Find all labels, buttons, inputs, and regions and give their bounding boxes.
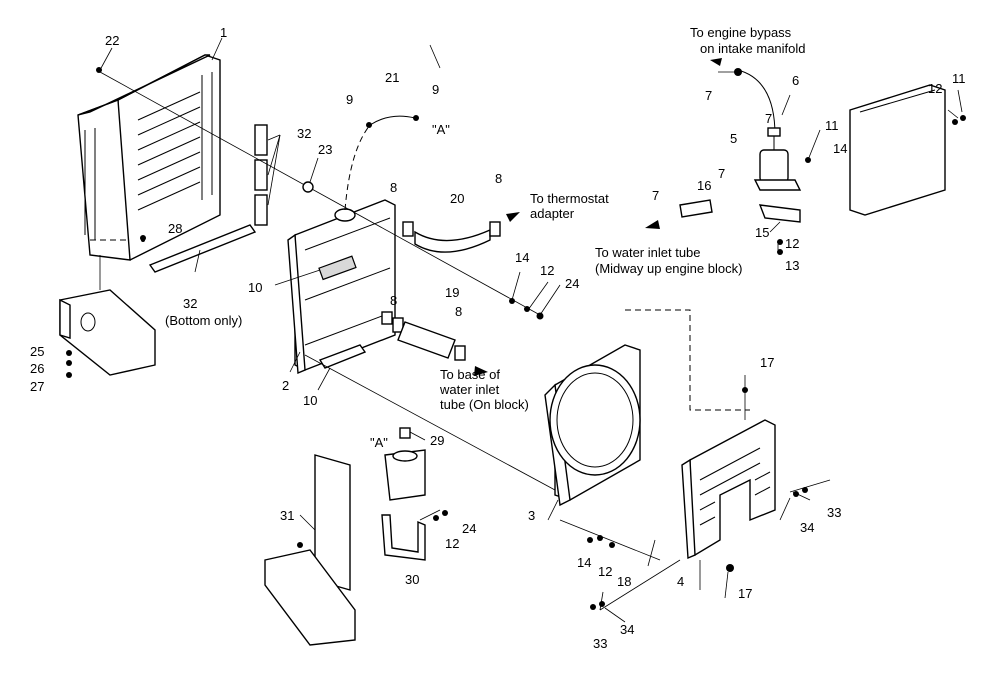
- label-31: 31: [280, 508, 294, 523]
- label-3: 3: [528, 508, 535, 523]
- label-12a: 12: [540, 263, 554, 278]
- note-bottom-only: (Bottom only): [165, 313, 242, 328]
- label-5: 5: [730, 131, 737, 146]
- label-29: 29: [430, 433, 444, 448]
- label-27: 27: [30, 379, 44, 394]
- note-base-line2: water inlet: [439, 382, 500, 397]
- label-16: 16: [697, 178, 711, 193]
- label-12c: 12: [785, 236, 799, 251]
- bracket-part-15: [758, 204, 801, 223]
- label-25: 25: [30, 344, 44, 359]
- label-23: 23: [318, 142, 332, 157]
- label-12e: 12: [598, 564, 612, 579]
- label-refA1: "A": [432, 122, 450, 137]
- label-18: 18: [617, 574, 631, 589]
- leader-lines: [99, 37, 963, 623]
- label-34a: 34: [800, 520, 814, 535]
- label-12d: 12: [445, 536, 459, 551]
- label-14c: 14: [577, 555, 591, 570]
- label-13: 13: [785, 258, 799, 273]
- label-4: 4: [677, 574, 684, 589]
- note-bypass-line1: To engine bypass: [690, 25, 792, 40]
- label-8c: 8: [390, 293, 397, 308]
- label-9b: 9: [432, 82, 439, 97]
- fastener-dots: [66, 67, 966, 610]
- label-28: 28: [168, 221, 182, 236]
- label-12b: 12: [928, 81, 942, 96]
- mounting-post: [264, 454, 356, 646]
- label-20: 20: [450, 191, 464, 206]
- label-34b: 34: [620, 622, 634, 637]
- label-19: 19: [445, 285, 459, 300]
- upper-hose-part-20: [402, 221, 501, 253]
- label-15: 15: [755, 225, 769, 240]
- lower-hose-part-19: [392, 317, 466, 361]
- note-inlet-line1: To water inlet tube: [595, 245, 701, 260]
- label-7d: 7: [652, 188, 659, 203]
- label-10b: 10: [303, 393, 317, 408]
- label-32a: 32: [297, 126, 311, 141]
- label-1: 1: [220, 25, 227, 40]
- note-thermostat-line1: To thermostat: [530, 191, 609, 206]
- label-30: 30: [405, 572, 419, 587]
- frame-bracket: [59, 289, 156, 376]
- seal-strips-part-32: [148, 124, 268, 273]
- mounting-path: [625, 309, 750, 411]
- label-7a: 7: [705, 88, 712, 103]
- radiator-part-2: [287, 199, 396, 375]
- tube-part-16: [679, 199, 713, 218]
- callout-notes: To engine bypass on intake manifold To t…: [439, 25, 806, 412]
- fan-shroud-part-3: [544, 344, 641, 507]
- label-33b: 33: [593, 636, 607, 651]
- label-32b: 32: [183, 296, 197, 311]
- label-refA2: "A": [370, 435, 388, 450]
- label-8d: 8: [455, 304, 462, 319]
- label-7c: 7: [718, 166, 725, 181]
- label-2: 2: [282, 378, 289, 393]
- label-22: 22: [105, 33, 119, 48]
- flow-arrows: [474, 58, 722, 376]
- label-33a: 33: [827, 505, 841, 520]
- label-11b: 11: [952, 71, 966, 86]
- label-8b: 8: [495, 171, 502, 186]
- frame-channel: [849, 84, 946, 216]
- label-24a: 24: [565, 276, 579, 291]
- fan-guard-part-4: [681, 419, 776, 560]
- label-7b: 7: [765, 111, 772, 126]
- label-9a: 9: [346, 92, 353, 107]
- label-6: 6: [792, 73, 799, 88]
- shroud-part-1: [77, 54, 221, 290]
- shroud-louvers: [84, 72, 213, 240]
- overflow-tank-part-29: [384, 427, 426, 501]
- overflow-tube-part-21: [369, 115, 416, 126]
- label-24b: 24: [462, 521, 476, 536]
- note-thermostat-line2: adapter: [530, 206, 575, 221]
- label-17b: 17: [738, 586, 752, 601]
- label-17a: 17: [760, 355, 774, 370]
- label-21: 21: [385, 70, 399, 85]
- note-base-line3: tube (On block): [440, 397, 529, 412]
- overflow-tube-path: [344, 124, 371, 211]
- note-inlet-line2: (Midway up engine block): [595, 261, 742, 276]
- label-8a: 8: [390, 180, 397, 195]
- label-14b: 14: [833, 141, 847, 156]
- label-10a: 10: [248, 280, 262, 295]
- part-number-labels: 1 22 21 9 9 "A" 32 23 28 8 20 8 10 32 (B…: [30, 25, 966, 651]
- note-bypass-line2: on intake manifold: [700, 41, 806, 56]
- note-base-line1: To base of: [440, 367, 500, 382]
- label-26: 26: [30, 361, 44, 376]
- bypass-filter-part-5: [737, 69, 802, 191]
- tank-bracket-part-30: [381, 514, 426, 561]
- label-14a: 14: [515, 250, 529, 265]
- label-11a: 11: [825, 118, 839, 133]
